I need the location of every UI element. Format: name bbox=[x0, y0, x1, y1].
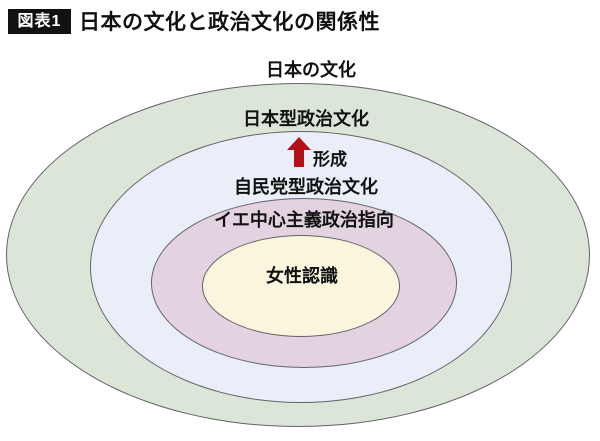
label-japan-culture: 日本の文化 bbox=[266, 60, 356, 80]
figure-number-badge: 図表1 bbox=[8, 8, 71, 34]
label-women-recognition: 女性認識 bbox=[266, 266, 338, 286]
label-formation: 形成 bbox=[313, 150, 347, 169]
arrow-shaft bbox=[294, 150, 304, 167]
label-ldp-political-culture: 自民党型政治文化 bbox=[234, 177, 378, 197]
label-ie-centrism: イエ中心主義政治指向 bbox=[214, 210, 394, 230]
figure-title: 日本の文化と政治文化の関係性 bbox=[79, 11, 380, 34]
figure-header: 図表1 日本の文化と政治文化の関係性 bbox=[8, 6, 380, 36]
formation-arrow-icon bbox=[287, 137, 311, 167]
arrow-head bbox=[287, 137, 311, 150]
label-japan-political-culture: 日本型政治文化 bbox=[243, 109, 369, 129]
ellipse-ie-centrism bbox=[202, 235, 400, 337]
